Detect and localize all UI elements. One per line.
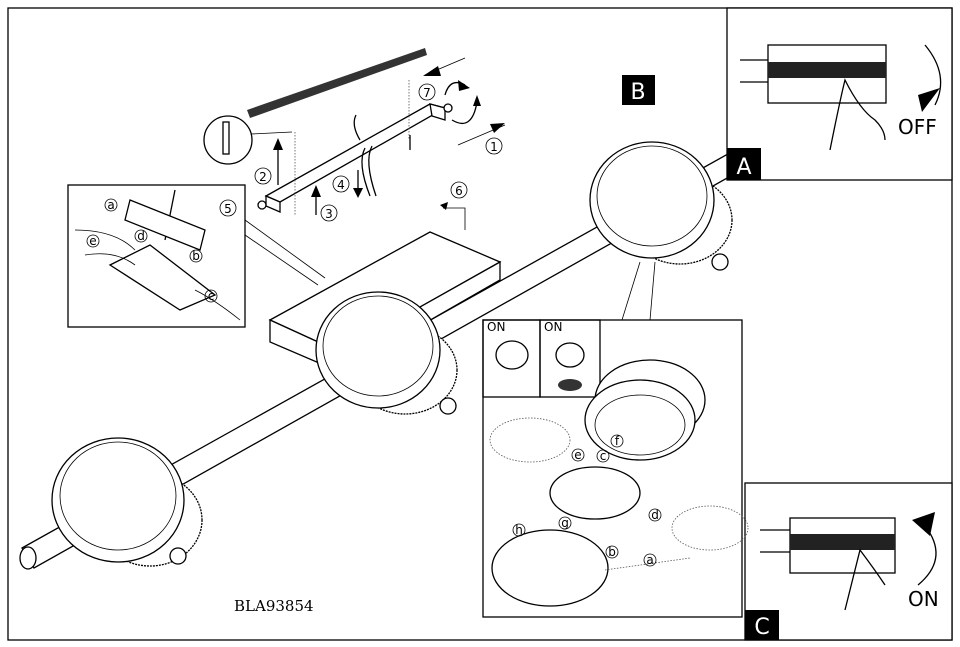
on-text: ON xyxy=(908,587,939,611)
spotlight-left xyxy=(51,437,203,567)
step-7: 7 xyxy=(423,86,431,100)
panel-b-label: B xyxy=(630,80,645,105)
part-b: b xyxy=(608,545,616,559)
detail-on-label-2: ON xyxy=(544,320,562,334)
detail-panel xyxy=(482,319,749,618)
panel-a-switch-off xyxy=(726,7,953,181)
ceiling-hatch xyxy=(247,48,427,118)
step-5: 5 xyxy=(224,202,232,216)
inset-wiring xyxy=(67,184,246,328)
step-1: 1 xyxy=(490,140,498,154)
off-text: OFF xyxy=(898,115,937,139)
panel-b-marker xyxy=(622,75,655,105)
inset-part-b: b xyxy=(192,249,200,263)
panel-a-label: A xyxy=(736,155,751,180)
part-d: d xyxy=(651,508,659,522)
step-2: 2 xyxy=(259,170,267,184)
step-labels: 1 2 3 4 5 6 7 xyxy=(219,83,503,222)
part-f: f xyxy=(615,434,620,448)
detail-on-label-1: ON xyxy=(487,320,505,334)
panel-c-label: C xyxy=(754,615,769,640)
part-e: e xyxy=(574,448,581,462)
part-c: c xyxy=(600,449,607,463)
mounting-bracket xyxy=(257,80,453,215)
part-a: a xyxy=(646,553,653,567)
step-6: 6 xyxy=(455,184,463,198)
page-frame xyxy=(7,7,953,641)
inset-part-d: d xyxy=(137,229,145,243)
part-labels: a b c d e f g h a b c d e xyxy=(86,198,662,567)
step-3: 3 xyxy=(325,207,333,221)
step-4: 4 xyxy=(337,178,345,192)
inset-part-a: a xyxy=(107,198,114,212)
spotlight-middle xyxy=(315,291,458,415)
inset-part-c: c xyxy=(208,289,215,303)
model-code: BLA93854 xyxy=(234,597,314,615)
spotlight-right xyxy=(589,141,733,271)
inset-part-e: e xyxy=(89,234,96,248)
dowel-callout xyxy=(203,115,293,165)
panel-c-switch-on xyxy=(744,482,953,641)
arrows xyxy=(273,57,506,230)
part-h: h xyxy=(515,523,523,537)
part-g: g xyxy=(561,516,569,530)
